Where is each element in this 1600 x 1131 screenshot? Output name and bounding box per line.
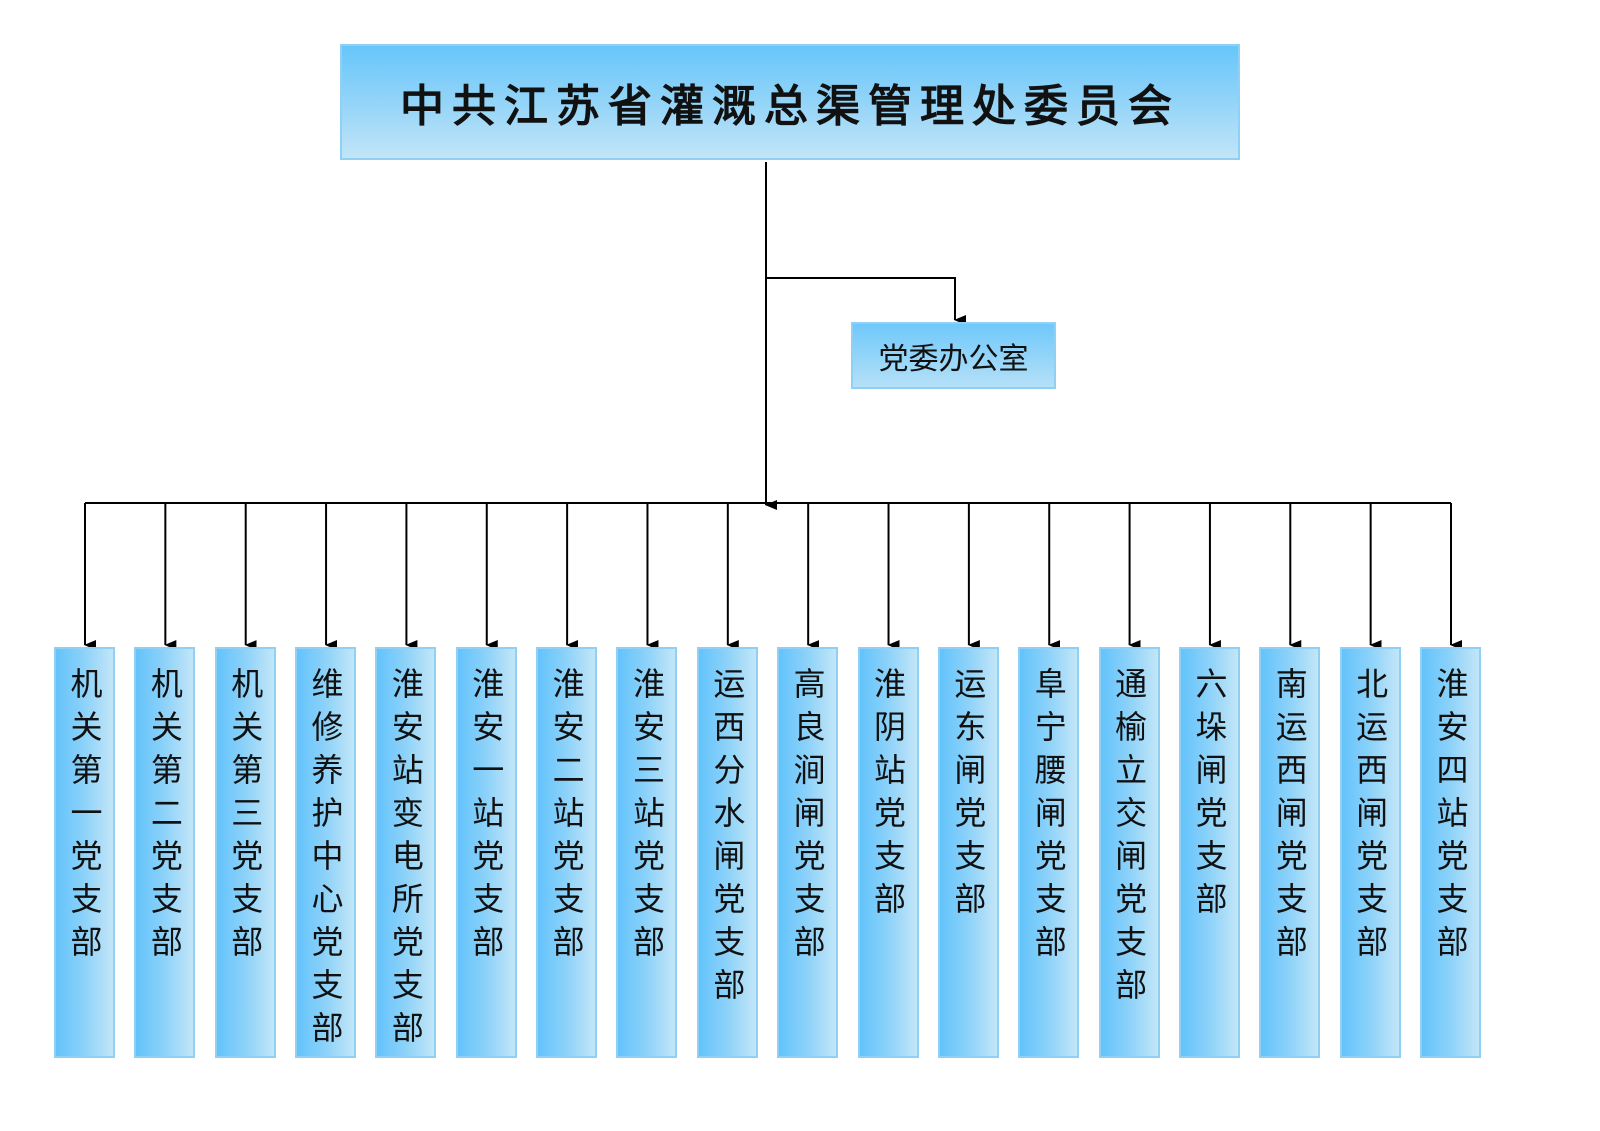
branch-box[interactable]: 南运西闸党支部 [1259, 647, 1321, 1058]
branch-label: 六垛闸党支部 [1190, 667, 1229, 925]
branch-box[interactable]: 机关第一党支部 [54, 647, 115, 1058]
branch-label: 淮安四站党支部 [1431, 667, 1470, 968]
branch-label: 运西分水闸党支部 [708, 667, 747, 1011]
branch-box[interactable]: 高良涧闸党支部 [777, 647, 839, 1058]
branch-box[interactable]: 运西分水闸党支部 [696, 647, 758, 1058]
branch-box[interactable]: 运东闸党支部 [937, 647, 999, 1058]
branch-label: 维修养护中心党支部 [306, 667, 345, 1054]
root-committee-title: 中共江苏省灌溉总渠管理处委员会 [400, 81, 1180, 132]
branch-label: 机关第三党支部 [226, 667, 265, 968]
branch-label: 北运西闸党支部 [1351, 667, 1390, 968]
branch-box[interactable]: 北运西闸党支部 [1339, 647, 1401, 1058]
branch-label: 阜宁腰闸党支部 [1029, 667, 1068, 968]
branch-box[interactable]: 六垛闸党支部 [1178, 647, 1240, 1058]
branch-label: 南运西闸党支部 [1270, 667, 1309, 968]
branch-label: 淮安三站党支部 [627, 667, 666, 968]
branch-box[interactable]: 淮安二站党支部 [536, 647, 598, 1058]
branch-box[interactable]: 淮阴站党支部 [857, 647, 919, 1058]
branch-label: 机关第一党支部 [65, 667, 104, 968]
branch-box[interactable]: 通榆立交闸党支部 [1098, 647, 1160, 1058]
branch-label: 通榆立交闸党支部 [1110, 667, 1149, 1011]
branch-label: 淮安二站党支部 [547, 667, 586, 968]
party-office-label: 党委办公室 [878, 341, 1029, 377]
branch-label: 淮阴站党支部 [869, 667, 908, 925]
branch-box[interactable]: 淮安四站党支部 [1420, 647, 1481, 1058]
branch-label: 淮安站变电所党支部 [386, 667, 425, 1054]
branch-box[interactable]: 机关第二党支部 [134, 647, 196, 1058]
root-committee-box[interactable]: 中共江苏省灌溉总渠管理处委员会 [340, 44, 1240, 160]
party-office-box[interactable]: 党委办公室 [851, 322, 1056, 389]
branch-label: 高良涧闸党支部 [788, 667, 827, 968]
branch-box[interactable]: 维修养护中心党支部 [295, 647, 357, 1058]
branch-label: 淮安一站党支部 [467, 667, 506, 968]
branch-box[interactable]: 淮安一站党支部 [455, 647, 517, 1058]
branch-label: 运东闸党支部 [949, 667, 988, 925]
branch-box[interactable]: 阜宁腰闸党支部 [1018, 647, 1080, 1058]
branch-label: 机关第二党支部 [145, 667, 184, 968]
branch-box[interactable]: 淮安站变电所党支部 [375, 647, 437, 1058]
branch-box[interactable]: 淮安三站党支部 [616, 647, 678, 1058]
branch-box[interactable]: 机关第三党支部 [214, 647, 276, 1058]
